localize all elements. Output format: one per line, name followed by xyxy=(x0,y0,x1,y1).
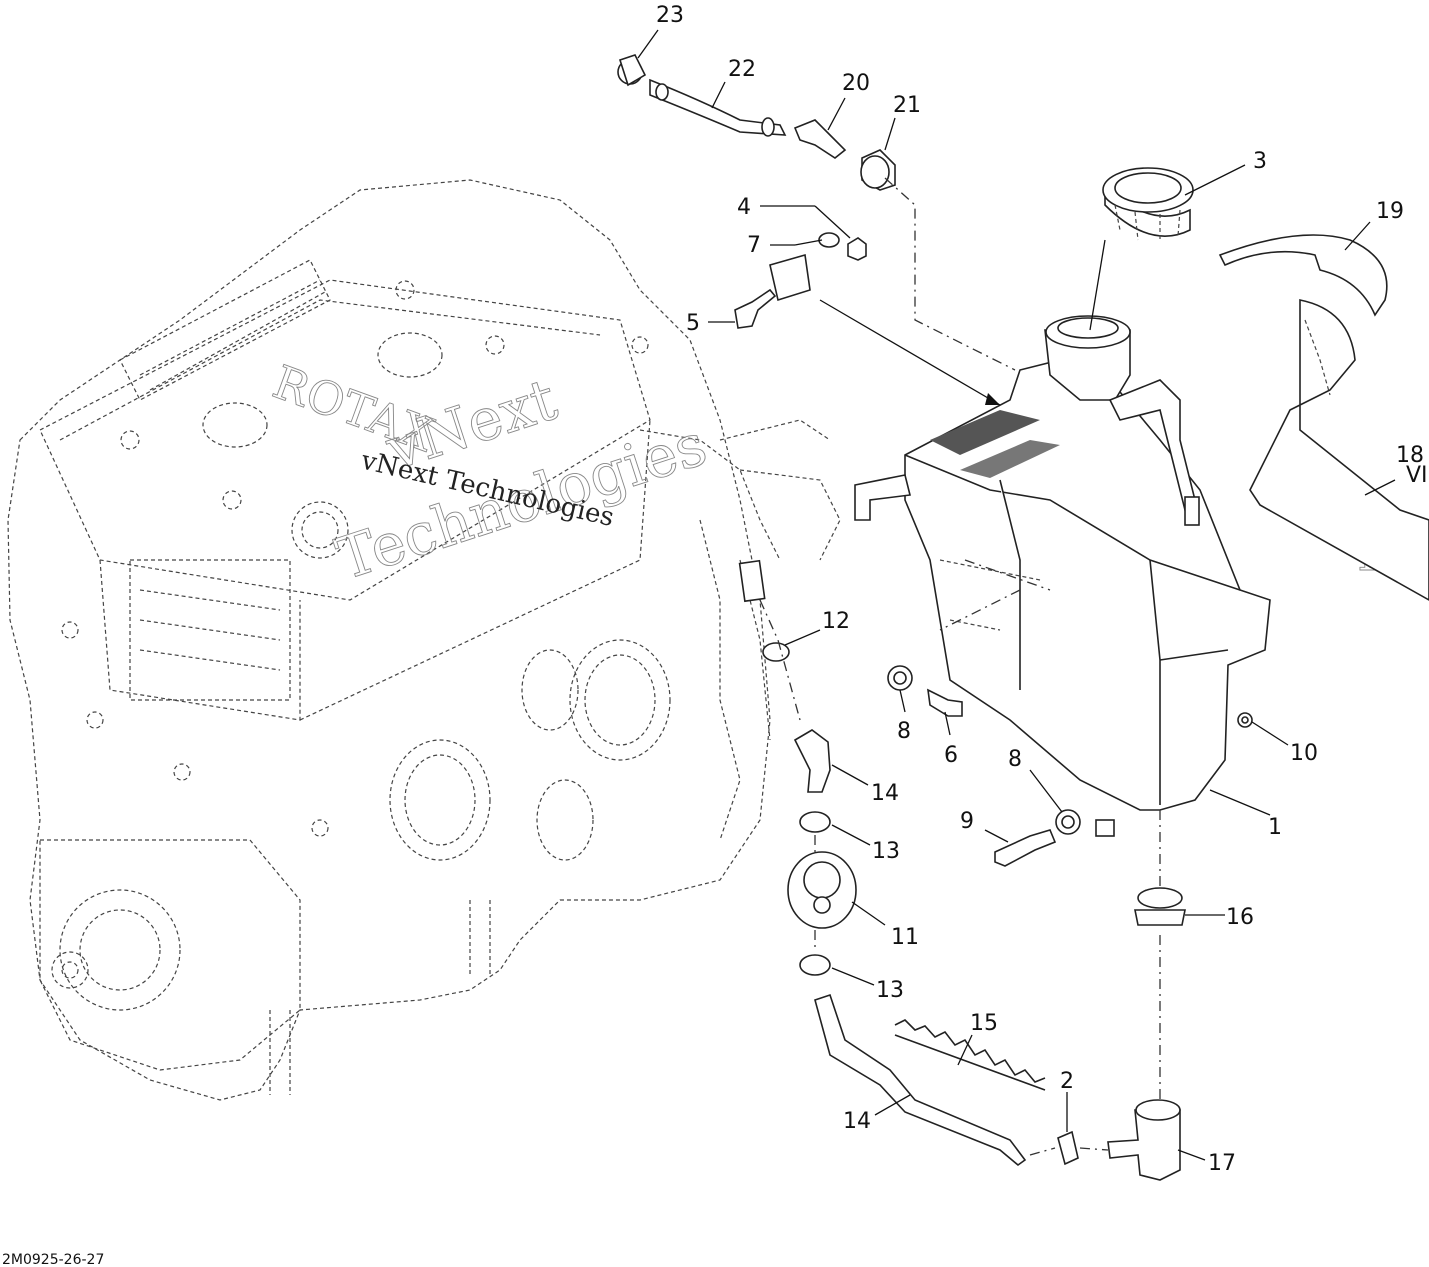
callout-13b: 13 xyxy=(876,978,904,1003)
callout-12: 12 xyxy=(822,609,850,634)
callout-20: 20 xyxy=(842,71,870,96)
callout-19: 19 xyxy=(1376,199,1404,224)
callout-1: 1 xyxy=(1268,815,1282,840)
callout-10: 10 xyxy=(1290,741,1318,766)
callout-8a: 8 xyxy=(897,719,911,744)
callout-15: 15 xyxy=(970,1011,998,1036)
callout-2: 2 xyxy=(1060,1069,1074,1094)
callout-13a: 13 xyxy=(872,839,900,864)
engine-block: ROTAX xyxy=(7,179,841,1101)
hardware xyxy=(734,232,1253,867)
callout-21: 21 xyxy=(893,93,921,118)
callout-14b: 14 xyxy=(843,1109,871,1134)
callout-4: 4 xyxy=(737,195,751,220)
leader-lines xyxy=(637,29,1396,1161)
assembly-center-lines xyxy=(759,177,1161,1156)
callout-6: 6 xyxy=(944,743,958,768)
oil-tank xyxy=(854,315,1271,837)
callout-18: 18 xyxy=(1396,443,1424,468)
watermark: vNext Technologies vNext Technologies Te xyxy=(328,364,1412,593)
callout-11: 11 xyxy=(891,925,919,950)
callout-7: 7 xyxy=(747,233,761,258)
callout-8b: 8 xyxy=(1008,747,1022,772)
oil-line-assembly xyxy=(738,559,1186,1181)
callout-22: 22 xyxy=(728,57,756,82)
drawing-reference: 2M0925-26-27 xyxy=(2,1252,104,1267)
callout-5: 5 xyxy=(686,311,700,336)
vent-hose xyxy=(617,54,896,191)
callout-16: 16 xyxy=(1226,905,1254,930)
callout-9: 9 xyxy=(960,809,974,834)
callout-labels: 23 22 20 21 3 19 4 7 5 18 VI 12 8 6 10 8… xyxy=(656,3,1428,1176)
callout-17: 17 xyxy=(1208,1151,1236,1176)
heat-shield xyxy=(1218,234,1429,601)
filler-cap xyxy=(1102,167,1194,242)
callout-3: 3 xyxy=(1253,149,1267,174)
callout-14a: 14 xyxy=(871,781,899,806)
callout-23: 23 xyxy=(656,3,684,28)
callout-18-sublabel: VI xyxy=(1406,463,1428,488)
